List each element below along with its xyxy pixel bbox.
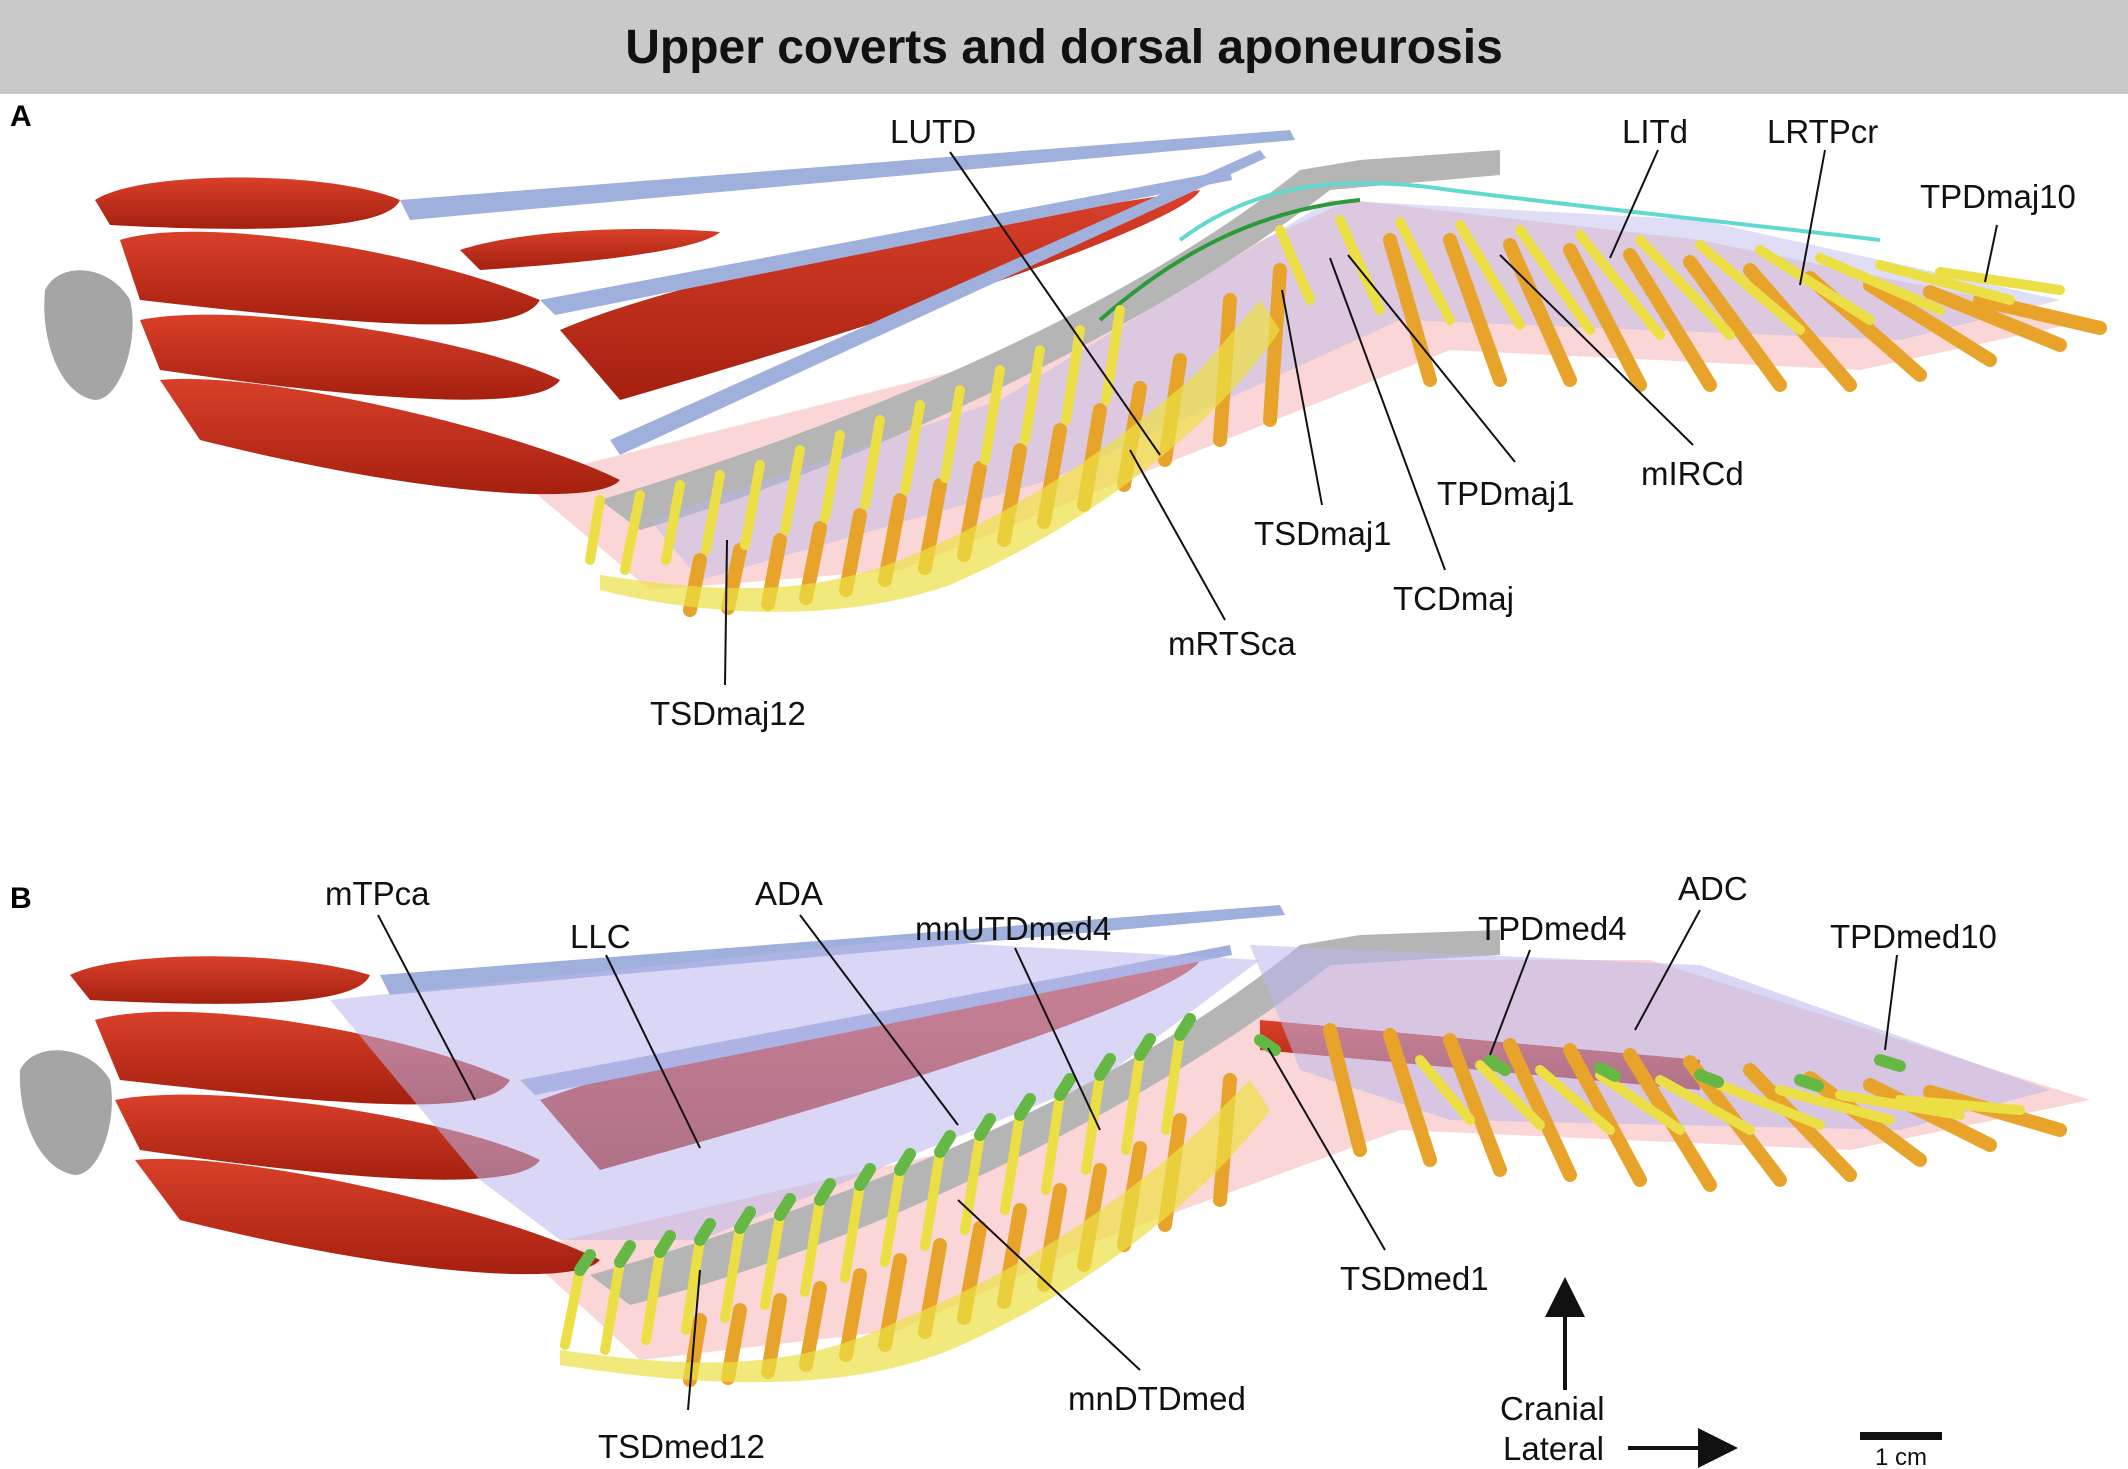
leader-TSDmaj1 [1281, 289, 1323, 506]
label-TPDmed4: TPDmed4 [1478, 910, 1627, 947]
muscle-a-6 [460, 229, 720, 270]
panel-a-letter: A [10, 100, 32, 133]
leader-mIRCd [1499, 254, 1694, 446]
label-TPDmed10: TPDmed10 [1830, 918, 1997, 955]
label-mIRCd: mIRCd [1641, 455, 1744, 492]
green-nerve-a [1098, 198, 1361, 322]
label-ADC: ADC [1678, 870, 1748, 907]
leader-TSDmed12 [687, 1269, 701, 1411]
ligament-a-1 [400, 130, 1295, 220]
forearm-bone-a [600, 150, 1500, 530]
muscle-a-2 [120, 231, 540, 325]
ligament-a-3 [610, 150, 1266, 455]
aponeurosis-b-distal [1250, 945, 2050, 1130]
scale-bar-line [1860, 1432, 1942, 1440]
muscle-a-3 [140, 314, 560, 400]
leader-TPDmaj1 [1347, 254, 1516, 463]
figure-title: Upper coverts and dorsal aponeurosis [625, 20, 1503, 74]
green-covert-tips-b [574, 1013, 1906, 1276]
leader-TPDmed4 [1489, 949, 1531, 1056]
panel-b-annotations: mTPca LLC ADA mnUTDmed4 TPDmed4 ADC TPDm… [325, 870, 1997, 1465]
label-mTPca: mTPca [325, 875, 430, 912]
panel-b-letter: B [10, 882, 32, 915]
coverts-b [560, 1030, 2025, 1355]
scale-bar: 1 cm [1860, 1432, 1942, 1469]
aponeurosis-b-proximal [330, 940, 1260, 1240]
leader-mnDTDmed [957, 1199, 1141, 1371]
tendon-band-b [560, 1080, 1270, 1383]
panel-a-wing [44, 130, 2107, 617]
scale-bar-label: 1 cm [1875, 1444, 1927, 1469]
leader-TSDmed1 [1267, 1047, 1386, 1251]
label-TSDmed1: TSDmed1 [1340, 1260, 1489, 1297]
label-lateral: Lateral [1503, 1430, 1604, 1467]
leader-LRTPcr [1799, 149, 1826, 286]
tendon-band-a [600, 300, 1280, 612]
muscle-a-4 [160, 378, 620, 495]
ligament-a-2 [540, 170, 1232, 315]
cyan-nerve-a [1178, 180, 1881, 242]
label-TPDmaj10: TPDmaj10 [1920, 178, 2076, 215]
label-mnUTDmed4: mnUTDmed4 [915, 910, 1111, 947]
label-LLC: LLC [570, 918, 631, 955]
label-LRTPcr: LRTPcr [1767, 113, 1878, 150]
leader-mRTSca [1129, 449, 1226, 621]
label-ADA: ADA [755, 875, 823, 912]
leader-mTPca [377, 914, 476, 1101]
leader-LLC [605, 954, 701, 1149]
title-bar: Upper coverts and dorsal aponeurosis [0, 0, 2128, 94]
muscle-a-1 [95, 177, 400, 229]
coverts-a [585, 215, 2065, 575]
shoulder-bone-a [44, 270, 133, 400]
leader-TSDmaj12 [724, 539, 728, 686]
label-TSDmed12: TSDmed12 [598, 1428, 765, 1465]
leader-TPDmaj10 [1984, 224, 1998, 283]
panel-a-annotations: LUTD LITd LRTPcr TPDmaj10 TPDmaj1 mIRCd … [650, 113, 2076, 732]
orientation-indicator: Cranial Lateral [1500, 1277, 1738, 1468]
muscle-b-4 [135, 1158, 600, 1275]
leader-ADC [1634, 909, 1701, 1031]
label-mnDTDmed: mnDTDmed [1068, 1380, 1246, 1417]
leader-TCDmaj [1329, 257, 1446, 571]
feather-shafts-a [683, 233, 2107, 617]
shoulder-bone-b [19, 1050, 112, 1175]
muscle-a-5 [560, 190, 1200, 400]
leader-mnUTDmed4 [1014, 947, 1101, 1131]
leader-TPDmed10 [1884, 954, 1898, 1051]
label-cranial: Cranial [1500, 1390, 1605, 1427]
label-TSDmaj1: TSDmaj1 [1254, 515, 1392, 552]
label-mRTSca: mRTSca [1168, 625, 1296, 662]
panel-b-wing [19, 905, 2090, 1387]
label-TCDmaj: TCDmaj [1393, 580, 1514, 617]
leader-LUTD [949, 151, 1161, 456]
leader-LITd [1609, 149, 1659, 259]
label-TSDmaj12: TSDmaj12 [650, 695, 806, 732]
label-TPDmaj1: TPDmaj1 [1437, 475, 1575, 512]
muscle-b-3 [115, 1094, 540, 1180]
label-LITd: LITd [1622, 113, 1688, 150]
muscle-b-1 [70, 956, 370, 1004]
leader-ADA [799, 914, 959, 1126]
label-LUTD: LUTD [890, 113, 976, 150]
